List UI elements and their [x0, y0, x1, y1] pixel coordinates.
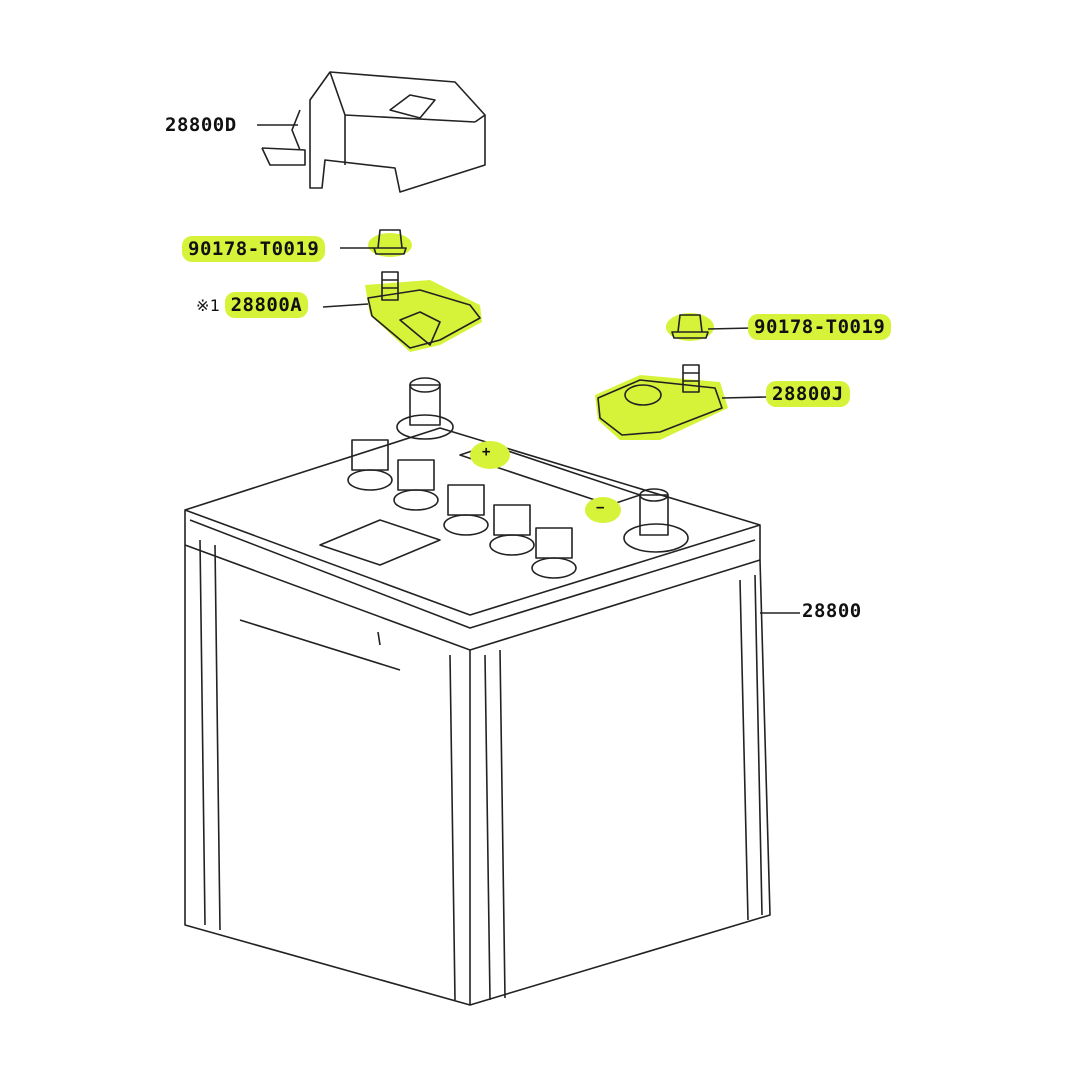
- negative-terminal-part: [595, 364, 728, 440]
- nut-left: [368, 229, 412, 257]
- positive-terminal-part: [365, 271, 482, 352]
- label-positive-terminal: 28800A: [224, 292, 309, 318]
- terminal-cover: [261, 71, 486, 193]
- label-nut-right: 90178-T0019: [748, 314, 892, 340]
- label-battery: 28800: [802, 600, 862, 622]
- negative-mark: −: [596, 500, 605, 516]
- label-cover: 28800D: [165, 114, 237, 136]
- positive-mark: +: [482, 444, 491, 460]
- battery-body: [184, 427, 771, 1006]
- negative-mark-highlight: [585, 497, 621, 523]
- note-mark: ※1: [196, 296, 221, 315]
- label-negative-terminal: 28800J: [766, 381, 850, 407]
- battery-vent-caps: [347, 439, 577, 579]
- label-nut-left: 90178-T0019: [182, 236, 326, 262]
- nut-right: [666, 313, 714, 341]
- positive-mark-highlight: [470, 441, 510, 469]
- battery-posts: [396, 377, 689, 553]
